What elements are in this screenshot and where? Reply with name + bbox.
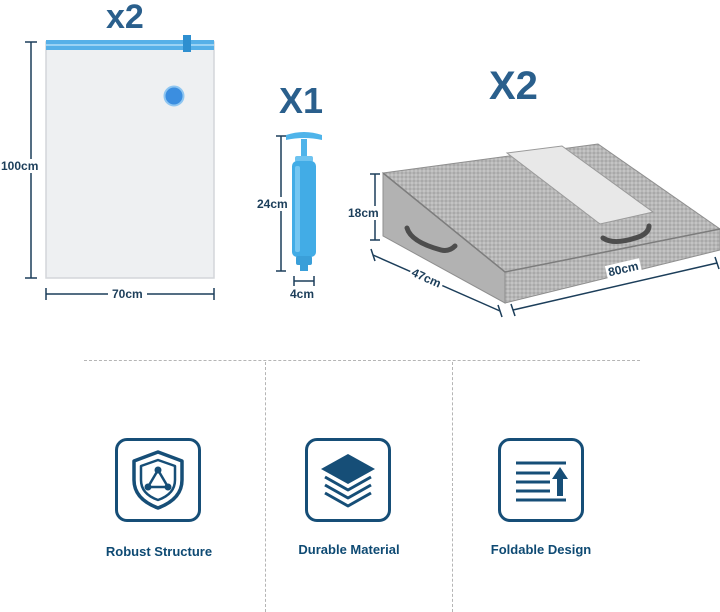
- feature-label-foldable-design: Foldable Design: [490, 542, 592, 557]
- feature-label-durable-material: Durable Material: [298, 542, 400, 557]
- feature-label-robust-structure: Robust Structure: [105, 544, 213, 559]
- foldable-design-icon-box: [498, 438, 584, 522]
- vacuum-bag-width-label: 70cm: [108, 287, 147, 301]
- storage-box-height-label: 18cm: [347, 206, 380, 220]
- vacuum-bag-height-label: 100cm: [0, 159, 40, 173]
- vertical-divider-1: [265, 362, 266, 612]
- pump-height-label: 24cm: [256, 197, 289, 211]
- storage-box-quantity: X2: [489, 64, 538, 108]
- vacuum-bag-quantity: x2: [106, 0, 144, 36]
- layers-icon: [321, 454, 375, 508]
- document-arrow-up-icon: [516, 461, 568, 502]
- robust-structure-icon-box: [115, 438, 201, 522]
- storage-box-illustration: [370, 143, 720, 318]
- pump-width-label: 4cm: [290, 287, 315, 301]
- shield-triangle-icon: [132, 450, 184, 510]
- durable-material-icon-box: [305, 438, 391, 522]
- vacuum-bag-illustration: [25, 35, 215, 300]
- vertical-divider-2: [452, 362, 453, 612]
- pump-illustration: [276, 132, 322, 286]
- horizontal-divider: [84, 360, 640, 361]
- pump-quantity: X1: [279, 80, 324, 121]
